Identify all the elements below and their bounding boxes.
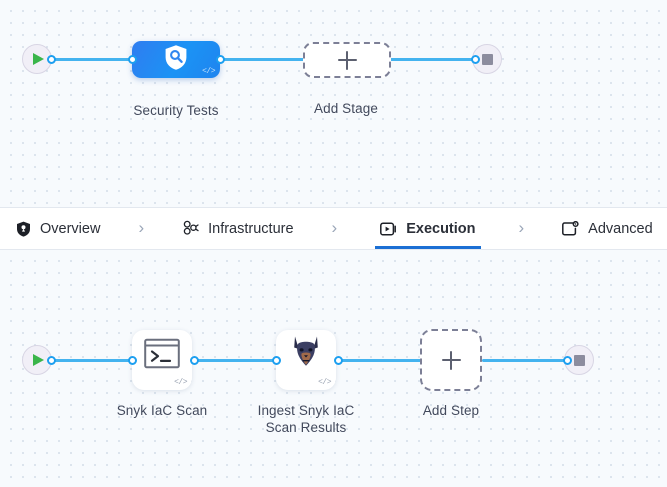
tab-advanced[interactable]: Advanced bbox=[562, 208, 653, 249]
port-security-tests-output[interactable] bbox=[216, 55, 225, 64]
port-snyk-scan-input[interactable] bbox=[128, 356, 137, 365]
step-label-line-1: Ingest Snyk IaC bbox=[257, 403, 355, 418]
play-icon bbox=[33, 53, 44, 65]
connector-add-stage-to-end bbox=[388, 58, 476, 61]
nodes-cluster-icon bbox=[182, 220, 199, 237]
code-badge: </> bbox=[202, 67, 215, 76]
tab-label-infrastructure: Infrastructure bbox=[208, 220, 294, 237]
shield-search-icon bbox=[163, 44, 189, 76]
add-stage-button[interactable] bbox=[303, 42, 391, 78]
pipeline-section-tabs: Overview › Infrastructure › Execution › bbox=[0, 207, 667, 250]
stage-label-security-tests: Security Tests bbox=[133, 103, 219, 118]
tab-label-advanced: Advanced bbox=[588, 220, 653, 237]
stop-icon bbox=[481, 53, 493, 65]
connector-start-to-security-tests bbox=[46, 58, 136, 61]
port-step-start-output[interactable] bbox=[47, 356, 56, 365]
add-step-label: Add Step bbox=[422, 403, 480, 418]
port-ingest-output[interactable] bbox=[334, 356, 343, 365]
play-box-icon bbox=[380, 221, 397, 237]
connector-security-tests-to-add-stage bbox=[216, 58, 306, 61]
tab-separator-3: › bbox=[518, 218, 525, 237]
port-end-input[interactable] bbox=[471, 55, 480, 64]
tab-execution[interactable]: Execution bbox=[375, 208, 481, 249]
stage-node-security-tests[interactable]: </> bbox=[132, 41, 220, 78]
connector-start-to-snyk-scan bbox=[46, 359, 134, 362]
connector-add-step-to-end bbox=[482, 359, 568, 362]
connector-ingest-to-add-step bbox=[338, 359, 422, 362]
tab-separator-1: › bbox=[138, 218, 145, 237]
port-snyk-scan-output[interactable] bbox=[190, 356, 199, 365]
plus-icon bbox=[337, 50, 357, 70]
port-step-end-input[interactable] bbox=[563, 356, 572, 365]
tab-separator-2: › bbox=[331, 218, 338, 237]
step-node-snyk-iac-scan[interactable]: </> bbox=[132, 330, 192, 390]
port-security-tests-input[interactable] bbox=[128, 55, 137, 64]
step-start-node[interactable] bbox=[22, 345, 52, 375]
port-start-output[interactable] bbox=[47, 55, 56, 64]
settings-card-icon bbox=[562, 220, 579, 237]
play-icon bbox=[33, 354, 44, 366]
code-badge: </> bbox=[318, 378, 331, 387]
stop-icon bbox=[573, 354, 585, 366]
step-label-ingest-snyk-results: Ingest Snyk IaC Scan Results bbox=[230, 402, 382, 436]
step-label-line-2: Scan Results bbox=[265, 420, 347, 435]
terminal-icon bbox=[144, 338, 180, 374]
pipeline-step-canvas[interactable]: </> Snyk IaC Scan </> Ingest Snyk IaC Sc… bbox=[0, 250, 667, 487]
doberman-head-icon bbox=[290, 336, 322, 377]
add-step-button[interactable] bbox=[420, 329, 482, 391]
shield-icon bbox=[16, 221, 31, 237]
tab-overview[interactable]: Overview bbox=[16, 208, 100, 249]
code-badge: </> bbox=[174, 378, 187, 387]
add-stage-label: Add Stage bbox=[314, 101, 378, 116]
plus-icon bbox=[441, 350, 461, 370]
step-label-snyk-iac-scan: Snyk IaC Scan bbox=[116, 403, 208, 418]
step-node-ingest-snyk-results[interactable]: </> bbox=[276, 330, 336, 390]
pipeline-stage-canvas[interactable]: </> Security Tests Add Stage bbox=[0, 0, 667, 207]
port-ingest-input[interactable] bbox=[272, 356, 281, 365]
tab-label-overview: Overview bbox=[40, 220, 101, 237]
tab-infrastructure[interactable]: Infrastructure bbox=[182, 208, 294, 249]
connector-snyk-scan-to-ingest bbox=[194, 359, 280, 362]
tab-label-execution: Execution bbox=[406, 220, 476, 237]
